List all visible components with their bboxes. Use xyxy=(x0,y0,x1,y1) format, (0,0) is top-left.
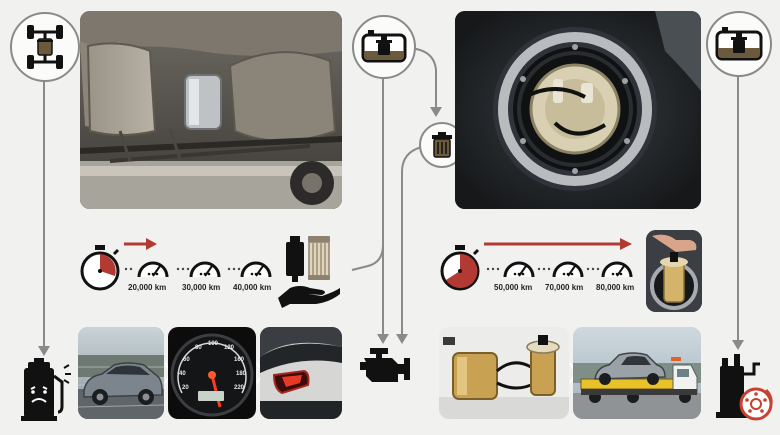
svg-text:120: 120 xyxy=(224,345,235,351)
fuel-pump-warning-icon xyxy=(21,358,71,421)
svg-text:100: 100 xyxy=(208,341,219,347)
fuel-pump-module-photo xyxy=(439,327,569,419)
svg-text:180: 180 xyxy=(236,371,247,377)
gauge-icon xyxy=(189,261,221,278)
km-label: 70,000 km xyxy=(545,283,584,292)
taillight-photo xyxy=(260,327,342,419)
tow-truck-photo xyxy=(573,327,701,419)
left-right-arrow-icon xyxy=(124,238,157,250)
speedometer-photo: 20 40 60 80 100 120 160 180 220 xyxy=(168,327,256,419)
km-label: 80,000 km xyxy=(596,283,635,292)
svg-text:20: 20 xyxy=(182,385,189,391)
fuel-tank-photo xyxy=(455,11,701,209)
pump-brake-icon xyxy=(716,354,773,421)
gauge-icon xyxy=(601,261,633,278)
fuel-pump-in-hand-photo xyxy=(646,230,702,312)
car-moving-photo xyxy=(78,327,164,419)
km-label: 20,000 km xyxy=(128,283,167,292)
gauge-icon xyxy=(503,261,535,278)
fuel-tank-filter-icon xyxy=(352,15,416,79)
svg-text:60: 60 xyxy=(183,357,190,363)
engine-icon xyxy=(360,348,410,382)
svg-text:220: 220 xyxy=(234,385,245,391)
gauge-icon xyxy=(137,261,169,278)
right-stopwatch-icon xyxy=(440,245,480,291)
km-label: 50,000 km xyxy=(494,283,533,292)
left-stopwatch-icon xyxy=(80,245,120,291)
dotted-connector xyxy=(486,267,600,271)
gauge-icon xyxy=(240,261,272,278)
chassis-filter-icon xyxy=(10,12,80,82)
km-label: 30,000 km xyxy=(182,283,221,292)
svg-text:80: 80 xyxy=(195,345,202,351)
undercarriage-photo xyxy=(80,11,342,209)
gauge-icon xyxy=(552,261,584,278)
fuel-filters-hand-icon xyxy=(278,236,340,308)
km-label: 40,000 km xyxy=(233,283,272,292)
svg-text:160: 160 xyxy=(234,357,245,363)
right-right-arrow-icon xyxy=(484,238,632,250)
dotted-connector xyxy=(124,267,241,271)
fuel-tank-filter-icon xyxy=(706,11,772,77)
svg-text:40: 40 xyxy=(179,371,186,377)
